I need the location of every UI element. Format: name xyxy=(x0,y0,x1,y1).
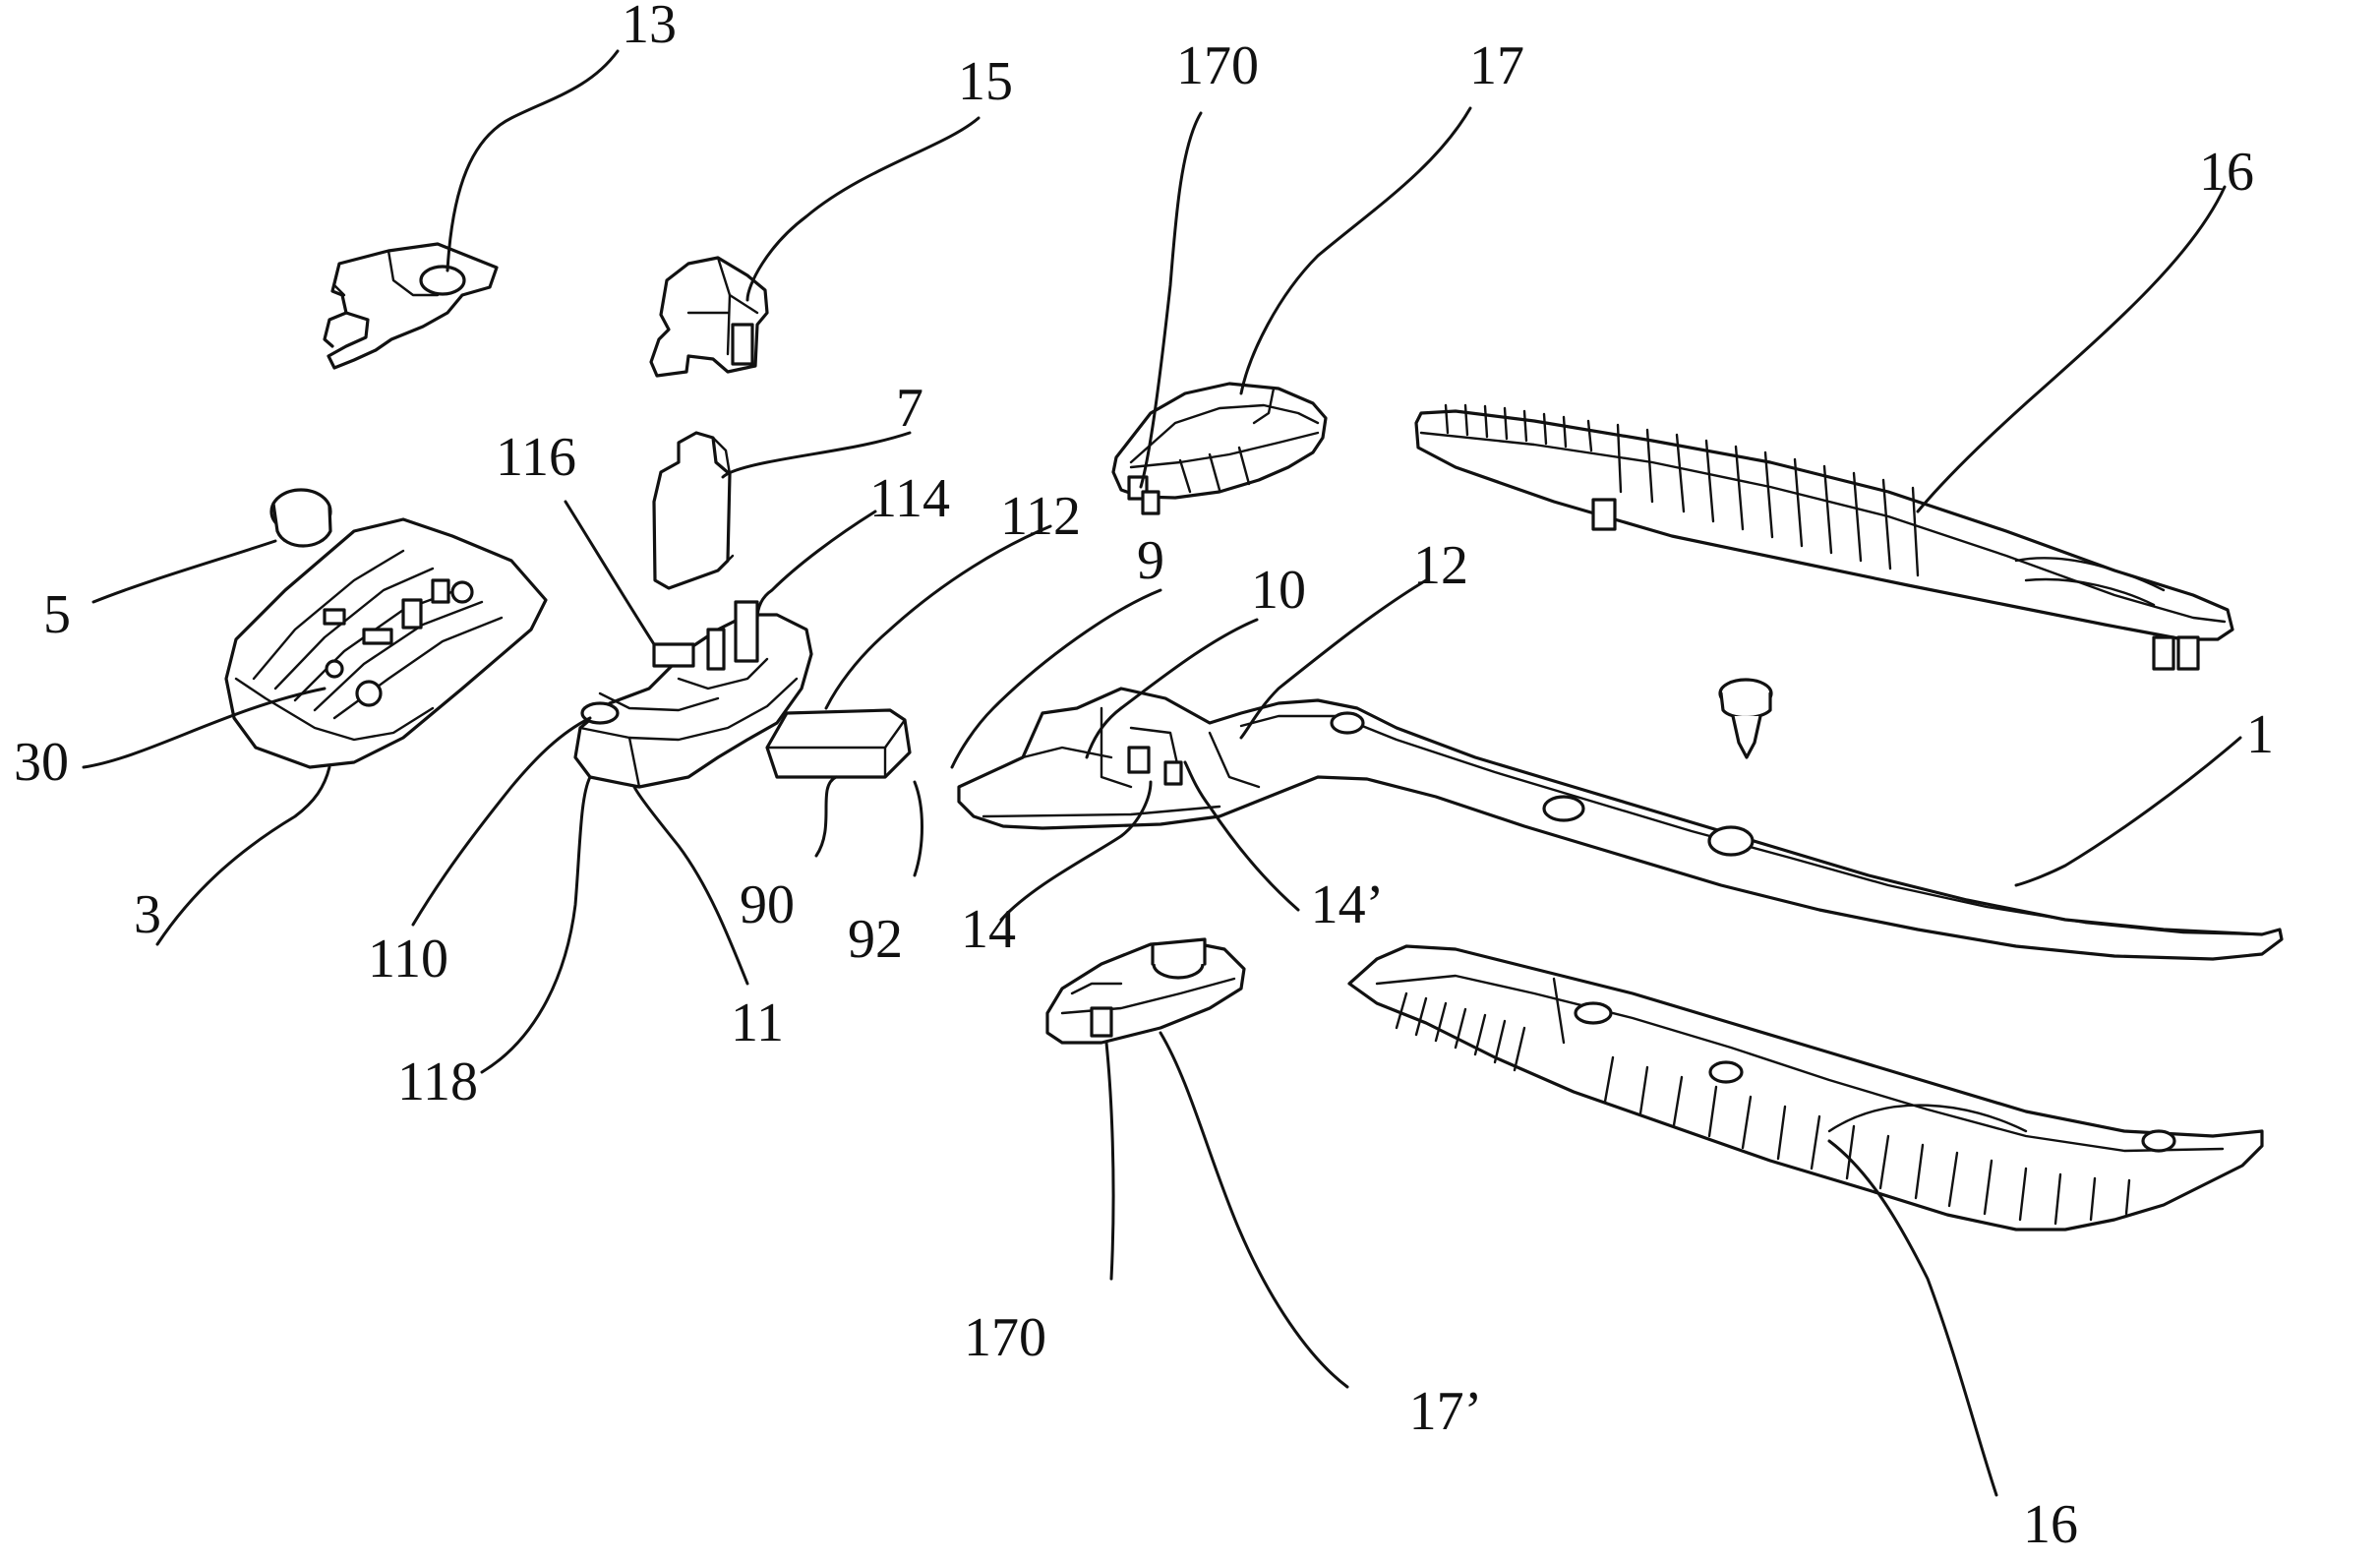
label-116: 116 xyxy=(496,427,576,488)
label-12: 12 xyxy=(1413,535,1468,596)
label-114: 114 xyxy=(869,468,950,529)
label-11: 11 xyxy=(731,992,784,1053)
label-10: 10 xyxy=(1251,560,1306,621)
label-7: 7 xyxy=(896,378,923,439)
label-92: 92 xyxy=(848,909,903,970)
label-170-top: 170 xyxy=(1176,35,1259,96)
screw xyxy=(1720,680,1771,757)
label-1: 1 xyxy=(2246,704,2274,765)
label-16-top: 16 xyxy=(2199,142,2254,203)
part-1-handle xyxy=(959,689,2282,959)
label-170-bottom: 170 xyxy=(964,1307,1046,1368)
part-17-cap xyxy=(1113,384,1326,513)
label-30: 30 xyxy=(14,732,69,793)
label-17-prime: 17’ xyxy=(1409,1381,1483,1442)
label-90: 90 xyxy=(740,874,795,935)
part-16-grip-top xyxy=(1416,405,2232,669)
part-5-button xyxy=(271,490,330,546)
part-3-cartridge xyxy=(226,519,546,767)
label-17-top: 17 xyxy=(1469,35,1524,96)
label-5: 5 xyxy=(43,584,71,645)
label-16-bottom: 16 xyxy=(2023,1494,2078,1555)
label-14: 14 xyxy=(961,899,1016,960)
part-15-latch xyxy=(651,258,767,376)
label-112: 112 xyxy=(1000,486,1081,547)
part-17p-lower-cap xyxy=(1047,939,1244,1043)
label-15: 15 xyxy=(958,51,1013,112)
label-3: 3 xyxy=(134,884,161,945)
part-7-plate xyxy=(654,433,733,588)
label-9: 9 xyxy=(1137,530,1164,591)
label-13: 13 xyxy=(622,0,677,55)
part-16-grip-bottom xyxy=(1349,946,2262,1230)
label-110: 110 xyxy=(368,929,448,990)
label-118: 118 xyxy=(397,1051,478,1112)
part-13-clip xyxy=(325,244,497,368)
label-14-prime: 14’ xyxy=(1311,874,1385,935)
part-9-battery xyxy=(767,710,910,777)
